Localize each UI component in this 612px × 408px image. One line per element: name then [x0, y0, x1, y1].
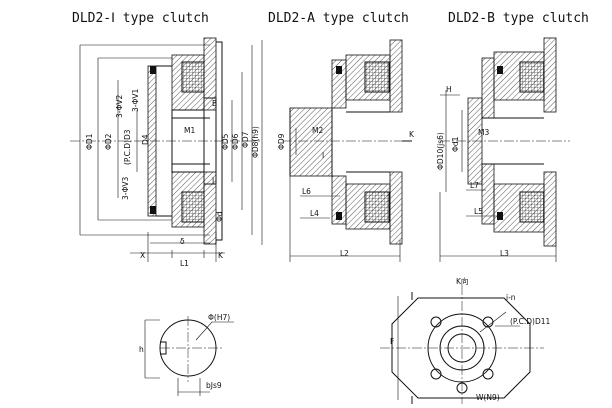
flange-view — [380, 285, 544, 404]
label-b: B — [212, 99, 217, 108]
dim-d8: ΦD8(h9) — [251, 126, 260, 158]
label-m1: M1 — [184, 126, 195, 135]
label-x: X — [140, 251, 145, 260]
label-k-a: K — [409, 130, 415, 139]
label-k: K — [218, 251, 224, 260]
label-m2: M2 — [312, 126, 323, 135]
label-i: I — [322, 151, 324, 160]
label-bjs9: bJs9 — [206, 381, 222, 390]
dim-pcd3: (P.C.D)D3 — [123, 129, 132, 165]
label-k-direction: K向 — [456, 276, 468, 286]
dim-d4: D4 — [141, 134, 150, 145]
label-l6: L6 — [302, 187, 311, 196]
dim-d9: ΦD9 — [277, 133, 286, 150]
dim-d7: ΦD7 — [241, 131, 250, 148]
type-b-section-view — [439, 37, 570, 262]
label-h: H — [446, 85, 452, 94]
label-j: J — [211, 176, 214, 185]
label-l5: L5 — [474, 207, 483, 216]
type-a-section-view — [282, 39, 412, 262]
title-type-b: DLD2-B type clutch — [448, 11, 589, 26]
label-l4: L4 — [310, 209, 319, 218]
title-type-a: DLD2-A type clutch — [268, 11, 409, 26]
title-type-i: DLD2-Ⅰ type clutch — [72, 11, 209, 26]
dim-v3: 3-ΦV3 — [121, 176, 130, 200]
label-phi-h7: Φ(H7) — [208, 313, 230, 322]
label-i-n: i-n — [506, 293, 516, 302]
dim-d10: ΦD10(js6) — [436, 132, 445, 170]
dim-v2: 3-ΦV2 — [115, 94, 124, 118]
label-delta: δ — [180, 237, 185, 246]
label-w: W(N9) — [476, 393, 500, 402]
label-f: F — [390, 337, 394, 346]
label-m3: M3 — [478, 128, 489, 137]
label-h-key: h — [139, 345, 144, 354]
label-l1: L1 — [180, 259, 189, 268]
label-l7: L7 — [470, 181, 479, 190]
label-l2: L2 — [340, 249, 349, 258]
dim-d1: ΦD1 — [85, 133, 94, 150]
dim-d2: ΦD2 — [104, 133, 113, 150]
dim-d1-b: Φd1 — [451, 136, 460, 152]
dim-d6: ΦD6 — [231, 133, 240, 150]
dim-d: Φd — [215, 211, 224, 222]
keyway-detail — [144, 316, 234, 396]
dim-v1: 3-ΦV1 — [131, 88, 140, 112]
label-l3: L3 — [500, 249, 509, 258]
dim-d5: ΦD5 — [221, 133, 230, 150]
label-pcd11: (P.C.D)D11 — [510, 317, 551, 326]
type-i-section-view — [70, 37, 263, 262]
